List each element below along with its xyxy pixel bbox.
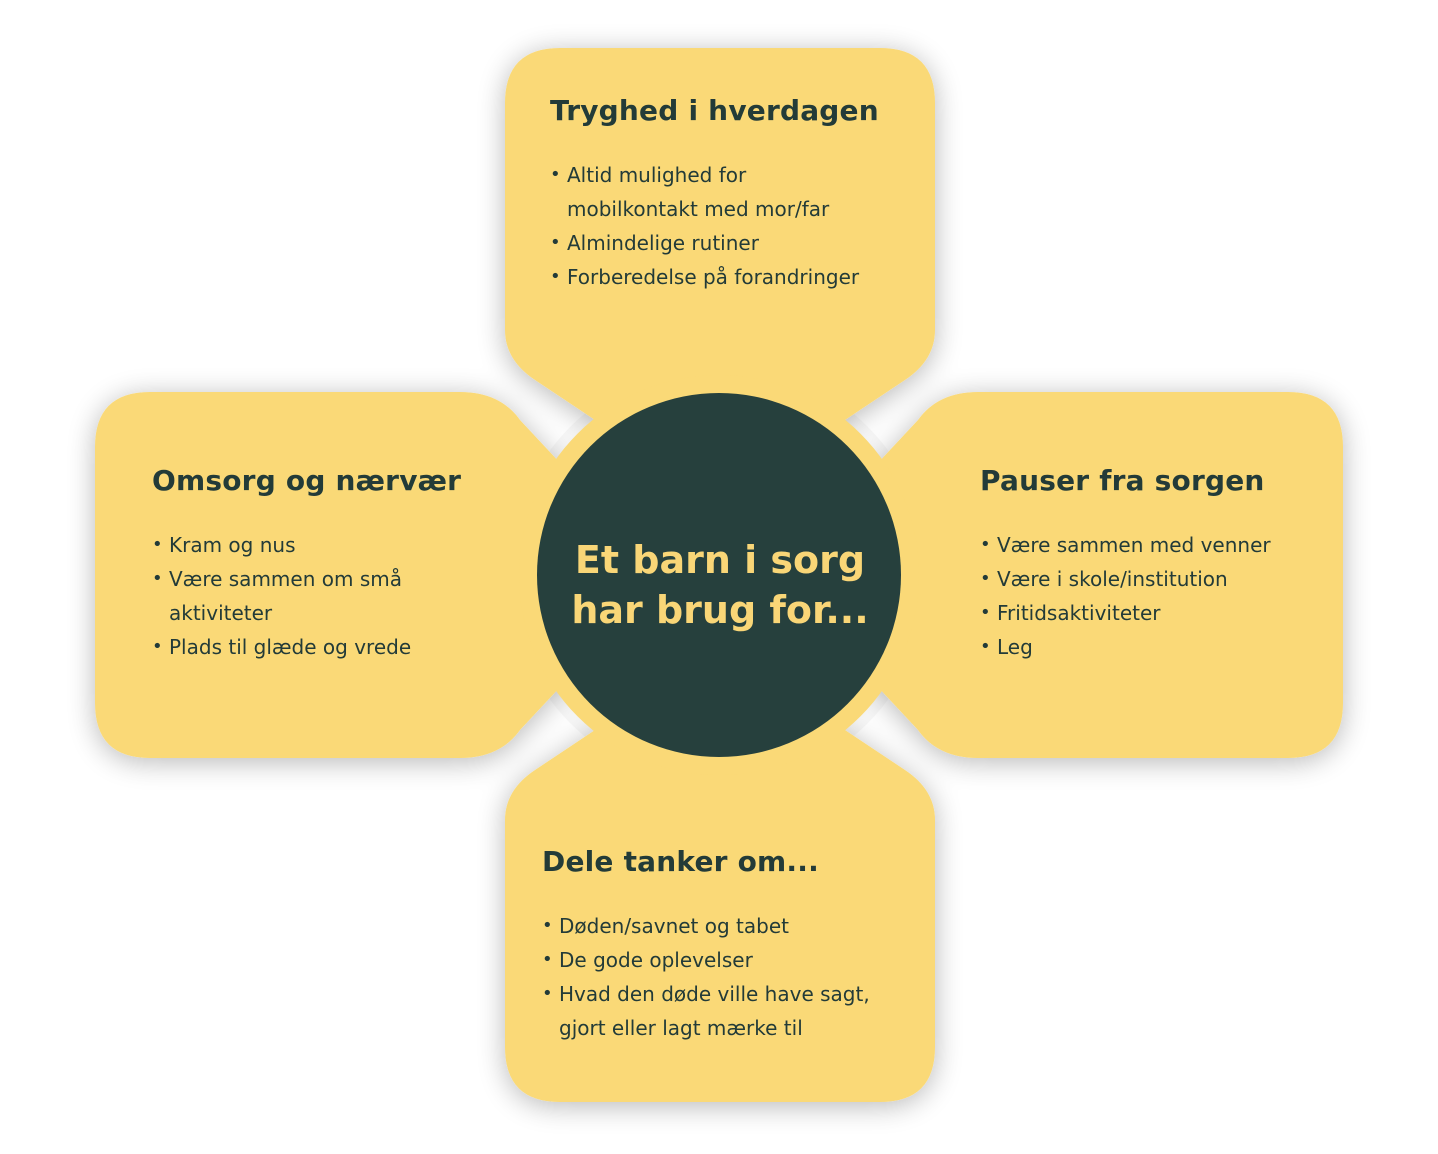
- list-item: Altid mulighed for mobilkontakt med mor/…: [550, 158, 857, 226]
- list-item: Være i skole/institution: [980, 562, 1300, 596]
- card-left-list: Kram og nus Være sammen om små aktivitet…: [152, 528, 452, 664]
- card-right: Pauser fra sorgen Være sammen med venner…: [980, 464, 1300, 664]
- card-top-list: Altid mulighed for mobilkontakt med mor/…: [550, 158, 910, 294]
- card-top: Tryghed i hverdagen Altid mulighed for m…: [550, 94, 910, 294]
- card-left-title: Omsorg og nærvær: [152, 464, 462, 497]
- card-bottom-title: Dele tanker om...: [542, 845, 819, 878]
- card-bottom-list: Døden/savnet og tabet De gode oplevelser…: [542, 909, 912, 1045]
- card-bottom: Dele tanker om... Døden/savnet og tabet …: [542, 845, 912, 1045]
- list-item: Hvad den døde ville have sagt, gjort ell…: [542, 977, 899, 1045]
- list-item: Være sammen om små aktiviteter: [152, 562, 429, 630]
- list-item: Fritidsaktiviteter: [980, 596, 1300, 630]
- list-item: Forberedelse på forandringer: [550, 260, 910, 294]
- list-item: Almindelige rutiner: [550, 226, 910, 260]
- list-item: Være sammen med venner: [980, 528, 1300, 562]
- list-item: De gode oplevelser: [542, 943, 912, 977]
- card-right-title: Pauser fra sorgen: [980, 464, 1265, 497]
- card-right-list: Være sammen med venner Være i skole/inst…: [980, 528, 1300, 664]
- list-item: Døden/savnet og tabet: [542, 909, 912, 943]
- center-disc: [537, 393, 901, 757]
- center-label-line2: har brug for...: [571, 588, 869, 632]
- list-item: Leg: [980, 630, 1300, 664]
- center-label: Et barn i sorg har brug for...: [540, 535, 900, 635]
- center-label-line1: Et barn i sorg: [574, 538, 866, 582]
- list-item: Plads til glæde og vrede: [152, 630, 452, 664]
- card-left: Omsorg og nærvær Kram og nus Være sammen…: [152, 464, 462, 664]
- list-item: Kram og nus: [152, 528, 452, 562]
- card-top-title: Tryghed i hverdagen: [550, 94, 879, 127]
